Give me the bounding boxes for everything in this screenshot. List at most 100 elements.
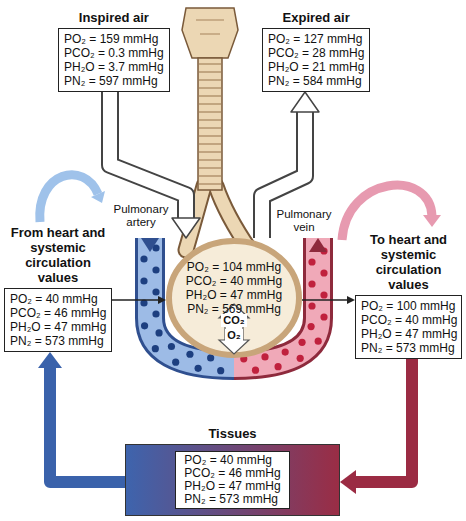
connector-line xyxy=(112,299,158,301)
larynx xyxy=(182,8,238,58)
trachea-ring xyxy=(199,111,221,112)
box-heading: From heart and systemic circulation valu… xyxy=(4,225,112,285)
blood-cell xyxy=(297,355,304,362)
curved-flow-arrow xyxy=(40,175,98,222)
trachea-ring xyxy=(199,135,221,136)
arrowhead xyxy=(340,470,356,494)
pressure-value: PO₂ = 40 mmHg xyxy=(10,292,106,306)
trachea-ring xyxy=(199,127,221,128)
pressure-box: From heart and systemic circulation valu… xyxy=(4,225,112,352)
pressure-value: PN₂ = 573 mmHg xyxy=(10,334,106,348)
blood-cell xyxy=(282,348,289,355)
blood-cell xyxy=(186,351,193,358)
value-panel: PO₂ = 100 mmHgPCO₂ = 40 mmHgPH₂O = 47 mm… xyxy=(355,295,462,359)
blood-cell xyxy=(261,353,268,360)
vessel-label: Pulmonary artery xyxy=(112,203,170,229)
connector-line xyxy=(302,299,347,301)
pressure-value: PN₂ = 597 mmHg xyxy=(64,74,164,88)
trachea xyxy=(198,58,222,190)
flow-arrow xyxy=(309,238,327,252)
value-panel: PO₂ = 127 mmHgPCO₂ = 28 mmHgPH₂O = 21 mm… xyxy=(262,28,370,92)
blood-cell xyxy=(308,258,315,265)
pressure-value: PN₂ = 573 mmHg xyxy=(184,493,280,506)
pressure-value: PH₂O = 47 mmHg xyxy=(166,288,302,302)
pressure-value: PN₂ = 573 mmHg xyxy=(361,341,456,355)
pressure-value: PCO₂ = 40 mmHg xyxy=(361,313,456,327)
value-panel: PO₂ = 40 mmHgPCO₂ = 46 mmHgPH₂O = 47 mmH… xyxy=(4,288,112,352)
arrowhead xyxy=(291,92,319,112)
connector-line xyxy=(110,92,186,218)
pressure-value: PH₂O = 3.7 mmHg xyxy=(64,60,164,74)
blood-cell xyxy=(217,367,224,374)
blood-cell xyxy=(308,302,315,309)
trachea-ring xyxy=(199,159,221,160)
flow-arrow xyxy=(302,296,355,304)
circulation-vessel xyxy=(340,359,412,494)
pressure-value: PN₂ = 584 mmHg xyxy=(268,74,364,88)
connector-line xyxy=(50,368,125,482)
blood-cell xyxy=(315,338,322,345)
blood-cell xyxy=(308,280,315,287)
blood-cell xyxy=(168,343,175,350)
blood-cell xyxy=(152,266,159,273)
pressure-box: To heart and systemic circulation values… xyxy=(355,232,462,359)
blood-cell xyxy=(252,367,259,374)
blood-cell xyxy=(172,359,179,366)
trachea-ring xyxy=(199,95,221,96)
blood-cell xyxy=(320,291,327,298)
curved-flow-arrowhead xyxy=(423,215,441,227)
value-panel: PO₂ = 159 mmHgPCO₂ = 0.3 mmHgPH₂O = 3.7 … xyxy=(58,28,170,92)
arrowhead xyxy=(172,218,200,238)
tissue-band: PO₂ = 40 mmHgPCO₂ = 46 mmHgPH₂O = 47 mmH… xyxy=(125,444,340,516)
value-panel: PO₂ = 40 mmHgPCO₂ = 46 mmHgPH₂O = 47 mmH… xyxy=(175,451,289,509)
pressure-value: PCO₂ = 46 mmHg xyxy=(10,306,106,320)
trachea-ring xyxy=(199,87,221,88)
pressure-value: PO₂ = 127 mmHg xyxy=(268,32,364,46)
pressure-box: Expired airPO₂ = 127 mmHgPCO₂ = 28 mmHgP… xyxy=(262,10,370,92)
blood-cell xyxy=(152,288,159,295)
box-heading: Expired air xyxy=(262,10,370,25)
trachea-ring xyxy=(199,167,221,168)
blood-cell xyxy=(307,323,314,330)
connector-line xyxy=(110,92,186,218)
gas-label: O₂ xyxy=(225,329,243,342)
circulation-vessel xyxy=(38,352,125,482)
box-heading: Tissues xyxy=(125,426,340,441)
pressure-value: PCO₂ = 40 mmHg xyxy=(166,274,302,288)
arrowhead xyxy=(158,296,166,304)
pressure-value: PCO₂ = 0.3 mmHg xyxy=(64,46,164,60)
box-heading: Inspired air xyxy=(58,10,170,25)
trachea-ring xyxy=(199,175,221,176)
alveolar-values: PO₂ = 104 mmHgPCO₂ = 40 mmHgPH₂O = 47 mm… xyxy=(166,238,302,316)
blood-cell xyxy=(140,255,147,262)
blood-cell xyxy=(320,313,327,320)
pressure-value: PO₂ = 104 mmHg xyxy=(166,260,302,274)
pressure-value: PH₂O = 47 mmHg xyxy=(184,480,280,493)
pressure-value: PH₂O = 21 mmHg xyxy=(268,60,364,74)
blood-cell xyxy=(141,322,148,329)
trachea-ring xyxy=(199,79,221,80)
blood-cell xyxy=(195,365,202,372)
pressure-box: Inspired airPO₂ = 159 mmHgPCO₂ = 0.3 mmH… xyxy=(58,10,170,92)
trachea-rings xyxy=(199,64,221,184)
blood-cell xyxy=(274,363,281,370)
airflow-arrow xyxy=(110,92,200,238)
blood-cell xyxy=(207,354,214,361)
pressure-value: PCO₂ = 46 mmHg xyxy=(184,467,280,480)
pressure-value: PO₂ = 159 mmHg xyxy=(64,32,164,46)
trachea-ring xyxy=(199,71,221,72)
pressure-value: PH₂O = 47 mmHg xyxy=(10,320,106,334)
trachea-ring xyxy=(199,103,221,104)
trachea-ring xyxy=(199,151,221,152)
arrowhead xyxy=(38,352,62,368)
flow-arrow xyxy=(141,238,159,252)
pressure-value: PO₂ = 100 mmHg xyxy=(361,299,456,313)
pressure-value: PCO₂ = 28 mmHg xyxy=(268,46,364,60)
curved-flow-arrow xyxy=(342,185,432,240)
gas-label: CO₂ xyxy=(221,314,247,327)
tissue-box: TissuesPO₂ = 40 mmHgPCO₂ = 46 mmHgPH₂O =… xyxy=(125,426,340,516)
blood-cell xyxy=(320,269,327,276)
pressure-value: PO₂ = 40 mmHg xyxy=(184,454,280,467)
flow-arrow xyxy=(112,296,166,304)
